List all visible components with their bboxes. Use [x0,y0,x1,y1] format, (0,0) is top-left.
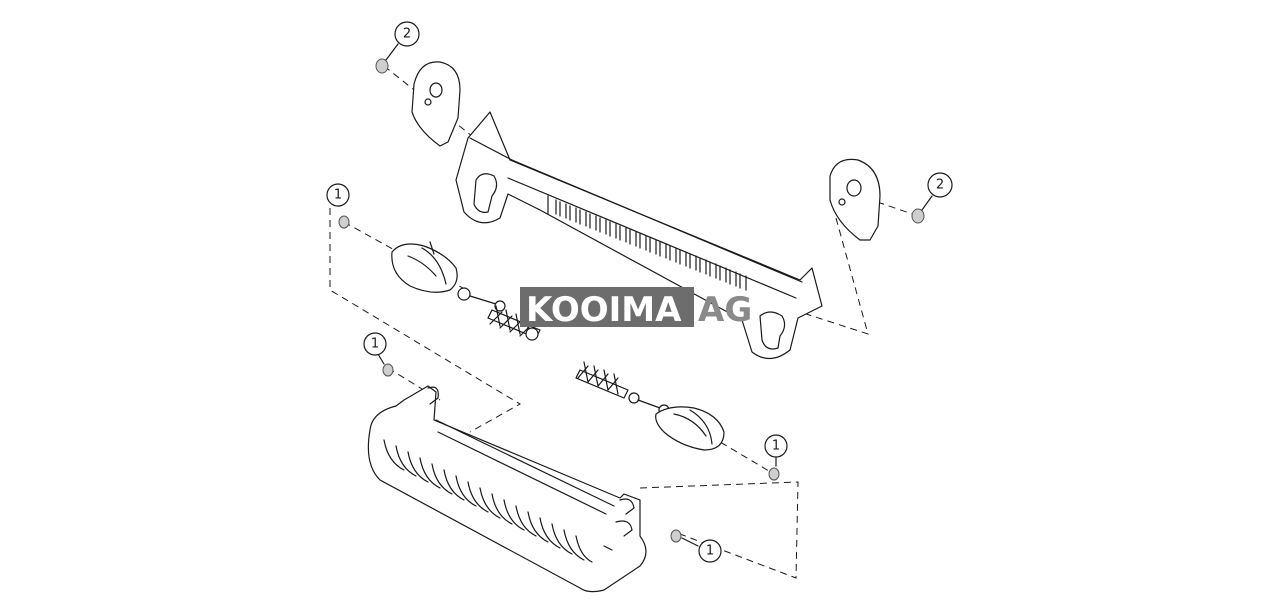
upper-comb-housing [455,111,823,360]
watermark: KOOIMA AG [520,287,752,330]
left-bracket-plate [411,61,461,147]
callout-2-right: 2 [927,172,953,198]
callout-label: 2 [403,27,411,42]
callout-label: 1 [334,188,342,203]
right-bracket-plate [829,158,881,241]
nut-icon [911,208,925,224]
right-spiral-roller [575,361,725,451]
callout-1-upper-left: 1 [326,183,350,207]
fasteners [338,58,925,543]
nut-icon [382,363,394,377]
watermark-brand: KOOIMA [526,290,682,330]
left-spiral-roller [391,241,541,341]
callout-1-right: 1 [764,434,788,458]
nut-icon [768,467,780,481]
watermark-suffix: AG [698,290,752,330]
callout-2-top-left: 2 [394,21,420,47]
callout-1-middle-left: 1 [363,332,387,356]
nut-icon [338,215,350,229]
callout-1-bottom: 1 [698,539,722,563]
cover-ribs [383,439,593,563]
callout-label: 2 [936,178,944,193]
callout-label: 1 [706,544,714,559]
nut-icon [375,58,389,74]
nut-icon [670,529,682,543]
callout-label: 1 [772,439,780,454]
callout-label: 1 [371,337,379,352]
lower-roller-cover [367,385,647,593]
comb-teeth [555,199,747,291]
